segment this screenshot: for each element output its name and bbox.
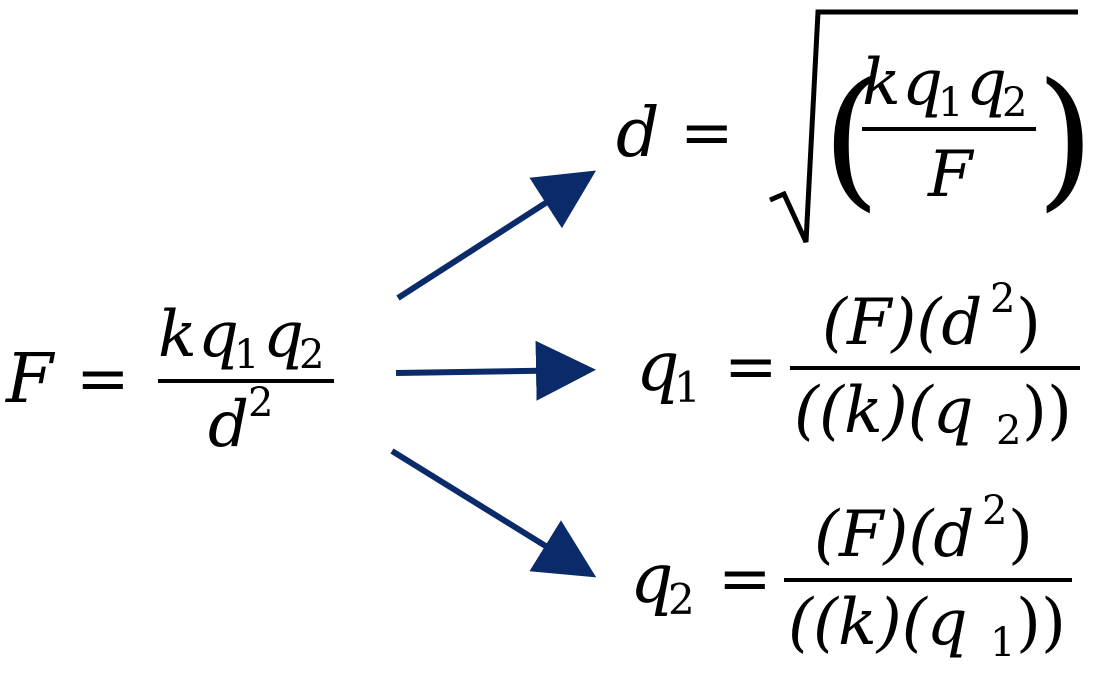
q1-denominator: ((k)(q 2 )) <box>794 374 1072 454</box>
source-num-k: k <box>158 298 197 372</box>
arrow-to-q1 <box>395 340 596 401</box>
d-left-paren: ( <box>822 52 881 226</box>
d-den-F: F <box>927 138 975 212</box>
source-num-q1: q <box>198 298 239 372</box>
q1-den-sub: 2 <box>996 408 1021 454</box>
square-root-sign <box>769 9 1078 244</box>
source-num-q2: q <box>263 298 304 372</box>
q2-num-exp: 2 <box>982 488 1007 534</box>
q1-equals-sign: = <box>724 330 778 404</box>
q2-den-sub: 1 <box>990 620 1015 666</box>
d-num-sub1: 1 <box>938 80 963 126</box>
q1-den-tail: )) <box>1022 374 1072 448</box>
q2-num-main: (F)(d <box>814 498 974 572</box>
source-numerator: k q 1 q 2 <box>158 298 324 378</box>
source-equals-sign: = <box>76 342 130 416</box>
d-num-k: k <box>862 46 901 120</box>
q1-num-tail: ) <box>1016 286 1041 360</box>
q1-numerator: (F)(d 2 ) <box>822 276 1041 360</box>
d-equals-sign: = <box>680 96 734 170</box>
source-lhs: F <box>4 340 56 419</box>
q2-lhs-sub: 2 <box>668 575 695 624</box>
solved-d-equation: d = ( k q 1 q 2 F ) <box>616 9 1095 244</box>
arrow-to-d <box>396 170 597 301</box>
q1-den-main: ((k)(q <box>794 374 974 448</box>
source-equation: F = k q 1 q 2 d 2 <box>4 298 334 462</box>
arrow-to-q2 <box>390 448 597 578</box>
q2-num-tail: ) <box>1008 498 1033 572</box>
d-lhs: d <box>616 94 660 173</box>
arrows <box>390 170 597 578</box>
q1-num-main: (F)(d <box>822 286 982 360</box>
q1-lhs: q <box>636 328 680 407</box>
d-numerator: k q 1 q 2 <box>862 46 1027 126</box>
solved-q1-equation: q 1 = (F)(d 2 ) ((k)(q 2 )) <box>636 276 1080 454</box>
source-den-exp: 2 <box>248 380 273 426</box>
q2-denominator: ((k)(q 1 )) <box>788 586 1066 666</box>
q2-den-main: ((k)(q <box>788 586 968 660</box>
source-num-sub2: 2 <box>299 332 324 378</box>
d-num-q1: q <box>902 46 943 120</box>
source-num-sub1: 1 <box>234 332 259 378</box>
q2-numerator: (F)(d 2 ) <box>814 488 1033 572</box>
q2-lhs: q <box>630 540 674 619</box>
d-num-q2: q <box>966 46 1007 120</box>
d-right-paren: ) <box>1036 52 1095 226</box>
q2-equals-sign: = <box>718 542 772 616</box>
d-num-sub2: 2 <box>1002 80 1027 126</box>
solved-q2-equation: q 2 = (F)(d 2 ) ((k)(q 1 )) <box>630 488 1072 666</box>
source-den-d: d <box>208 388 249 462</box>
q2-den-tail: )) <box>1016 586 1066 660</box>
q1-lhs-sub: 1 <box>674 363 701 412</box>
source-denominator: d 2 <box>208 380 273 462</box>
q1-num-exp: 2 <box>990 276 1015 322</box>
